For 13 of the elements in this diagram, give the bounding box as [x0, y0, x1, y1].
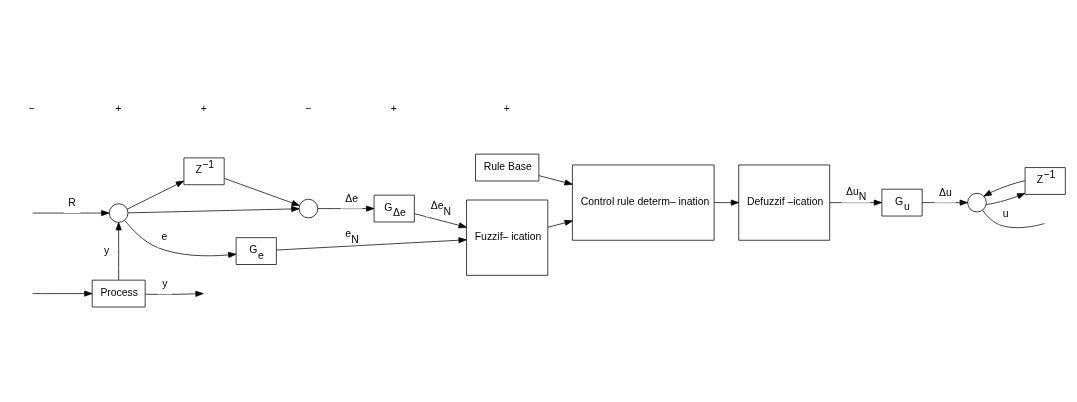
label: + — [503, 102, 510, 114]
edge-label: u — [1002, 207, 1009, 219]
edge-label: e — [161, 230, 168, 242]
edge-label: y — [104, 244, 110, 256]
edge-label: Δe — [345, 192, 359, 204]
edge-label: R — [68, 196, 76, 208]
label: + — [115, 102, 122, 114]
label: − — [305, 102, 312, 114]
edge-label: Δu — [938, 186, 952, 198]
label: + — [390, 102, 397, 114]
edge-label: y — [162, 277, 168, 289]
label: − — [28, 102, 35, 114]
label: + — [200, 102, 207, 114]
